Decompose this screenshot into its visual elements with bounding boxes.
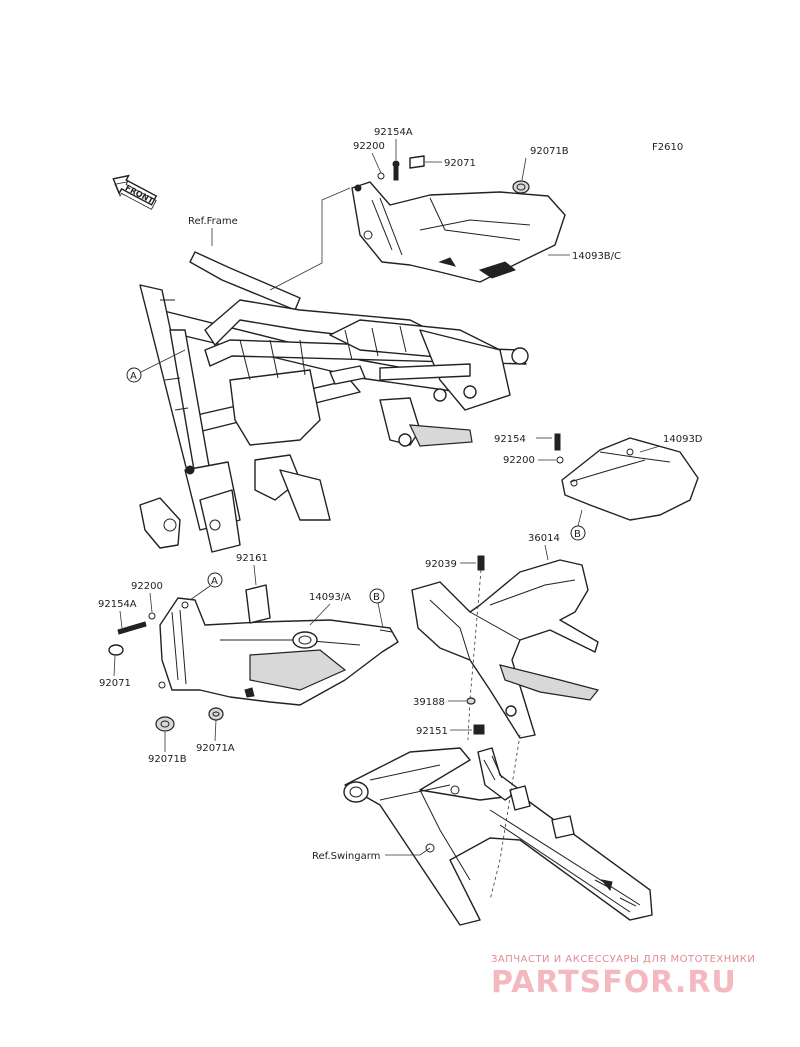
- callout-a-lower: A: [189, 572, 223, 601]
- label-14093A: 14093/A: [309, 592, 351, 603]
- callout-b-right: B: [570, 509, 586, 541]
- swingarm: [343, 747, 653, 926]
- label-92154A-left: 92154A: [98, 599, 137, 610]
- label-92200-right: 92200: [503, 455, 535, 466]
- top-hardware: [377, 155, 530, 194]
- motorcycle-frame: [139, 251, 529, 553]
- label-14093BC: 14093B/C: [572, 251, 621, 262]
- svg-text:A: A: [130, 371, 137, 382]
- grommet-92071-left: [108, 644, 124, 656]
- ref-swingarm-label: Ref.Swingarm: [312, 851, 380, 862]
- label-92154A-top: 92154A: [374, 127, 413, 138]
- grommet-92071A: [208, 707, 224, 721]
- label-92071A: 92071A: [196, 743, 235, 754]
- label-92071-top: 92071: [444, 158, 476, 169]
- callout-a-frame: A: [126, 349, 186, 383]
- label-92161: 92161: [236, 553, 268, 564]
- figure-code: F2610: [652, 142, 683, 153]
- svg-text:B: B: [373, 592, 380, 603]
- label-92071B-bottom: 92071B: [148, 754, 187, 765]
- grommet-92071B-bottom: [155, 716, 175, 732]
- pad-92161: [245, 584, 271, 624]
- svg-text:B: B: [574, 529, 581, 540]
- label-92151: 92151: [416, 726, 448, 737]
- label-92039: 92039: [425, 559, 457, 570]
- label-92071-left: 92071: [99, 678, 131, 689]
- upper-side-cover: [351, 181, 566, 283]
- ref-frame-label: Ref.Frame: [188, 216, 238, 227]
- watermark-logo: PARTSFOR.RU: [491, 965, 737, 1000]
- callout-b-lower: B: [369, 588, 385, 629]
- svg-text:A: A: [211, 576, 218, 587]
- label-92200-top: 92200: [353, 141, 385, 152]
- label-39188: 39188: [413, 697, 445, 708]
- rear-fender: [411, 559, 600, 739]
- watermark-tagline: ЗАПЧАСТИ И АКСЕССУАРЫ ДЛЯ МОТОТЕХНИКИ: [491, 954, 755, 965]
- label-14093D: 14093D: [663, 434, 703, 445]
- label-36014: 36014: [528, 533, 560, 544]
- right-rear-cover: [561, 437, 699, 521]
- label-92200-left: 92200: [131, 581, 163, 592]
- label-92154-right: 92154: [494, 434, 526, 445]
- lower-side-cover: [158, 597, 399, 706]
- label-92071B-top: 92071B: [530, 146, 569, 157]
- front-arrow-icon: FRONT: [112, 174, 158, 210]
